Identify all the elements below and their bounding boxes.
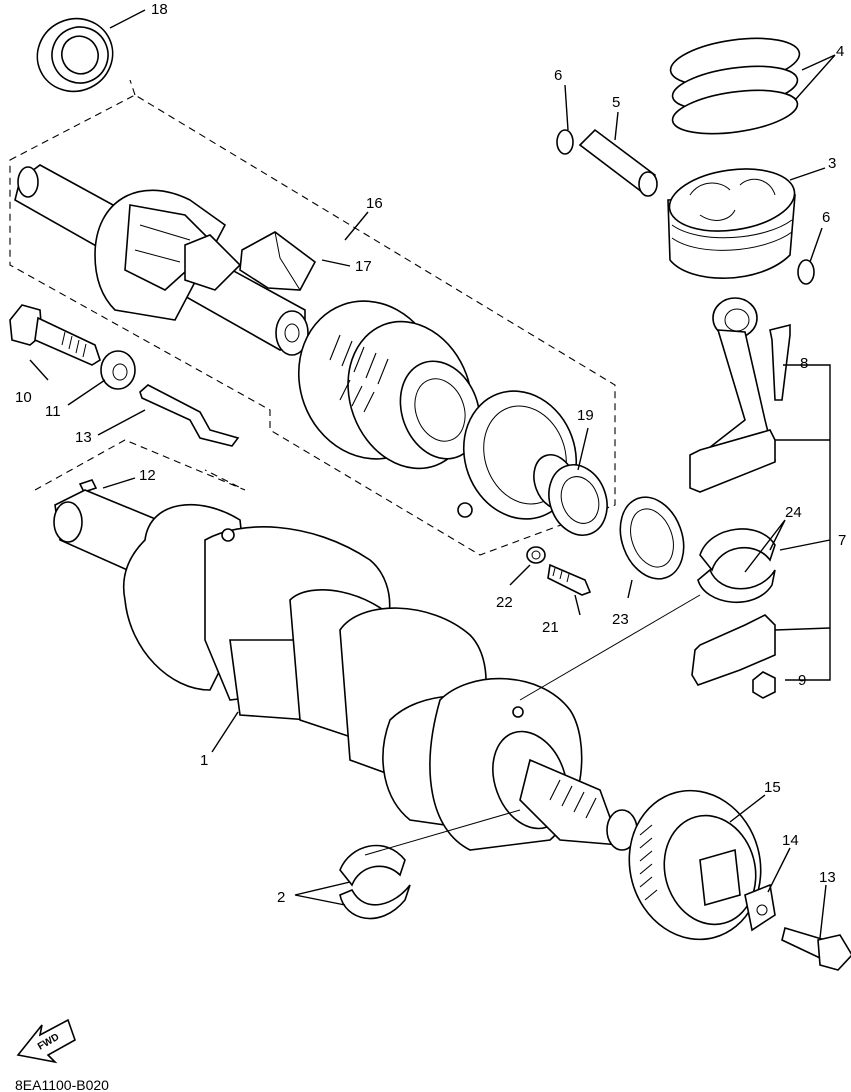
callout-1: 1: [200, 752, 208, 769]
callout-10: 10: [15, 389, 32, 406]
callout-12: 12: [139, 467, 156, 484]
callout-5: 5: [612, 94, 620, 111]
gear-16: [628, 789, 762, 941]
balancer-driven-gear: [297, 300, 481, 470]
balancer-weight-18: [239, 231, 317, 291]
connecting-rod-7: [689, 297, 776, 493]
callout-17: 16: [366, 195, 383, 212]
callout-22: 22: [496, 594, 513, 611]
callout-13: 13: [75, 429, 92, 446]
callout-4: 4: [836, 43, 844, 60]
fwd-arrow-icon: FWD: [16, 1018, 76, 1064]
rod-bearing-24: [697, 528, 776, 604]
callout-3: 3: [828, 155, 836, 172]
piston-pin-5: [578, 128, 658, 197]
crankshaft-group-outline: [129, 79, 136, 96]
plate-13: [139, 384, 240, 447]
bolt-10: [9, 304, 101, 366]
callout-9: 9: [798, 672, 806, 689]
callout-23: 23: [612, 611, 629, 628]
callout-19: 19: [577, 407, 594, 424]
callout-20: 18: [151, 1, 168, 18]
callout-6-right: 6: [822, 209, 830, 226]
piston-3: [667, 168, 796, 279]
callout-2: 2: [277, 889, 285, 906]
key-12: [78, 479, 98, 493]
callout-7: 7: [838, 532, 846, 549]
balancer-assembly-outline: [9, 94, 616, 556]
bearing-20: [36, 17, 114, 93]
callout-21: 21: [542, 619, 559, 636]
bearing-2: [339, 844, 411, 920]
rod-bolt-8: [769, 323, 791, 401]
callout-6-left: 6: [554, 67, 562, 84]
collar-19: [533, 454, 608, 536]
crankshaft-1: [53, 489, 638, 851]
nut-22: [526, 546, 546, 564]
bolt-14: [781, 926, 851, 971]
oil-seal-23: [619, 496, 685, 580]
drawing-code: 8EA1100-B020: [15, 1077, 109, 1092]
callout-15: 14: [782, 832, 799, 849]
callout-18: 17: [355, 258, 372, 275]
clip-6-right: [797, 259, 815, 285]
rod-nut-9: [752, 671, 776, 699]
balancer-shaft-17: [14, 164, 309, 356]
washer-15: [744, 883, 776, 932]
piston-rings-4: [669, 37, 801, 135]
rod-cap: [691, 614, 776, 686]
leader-lines: [29, 9, 836, 939]
bolt-21: [547, 563, 592, 596]
callout-14: 13: [819, 869, 836, 886]
callout-numbers: 18 4 6 5 3 16 6 17 8 10 11 19 13 12 24 7…: [15, 1, 846, 906]
callout-16: 15: [764, 779, 781, 796]
clip-6-left: [556, 129, 574, 155]
washer-11: [100, 350, 136, 390]
callout-24: 24: [785, 504, 802, 521]
callout-11: 11: [45, 403, 61, 420]
callout-8: 8: [800, 355, 808, 372]
